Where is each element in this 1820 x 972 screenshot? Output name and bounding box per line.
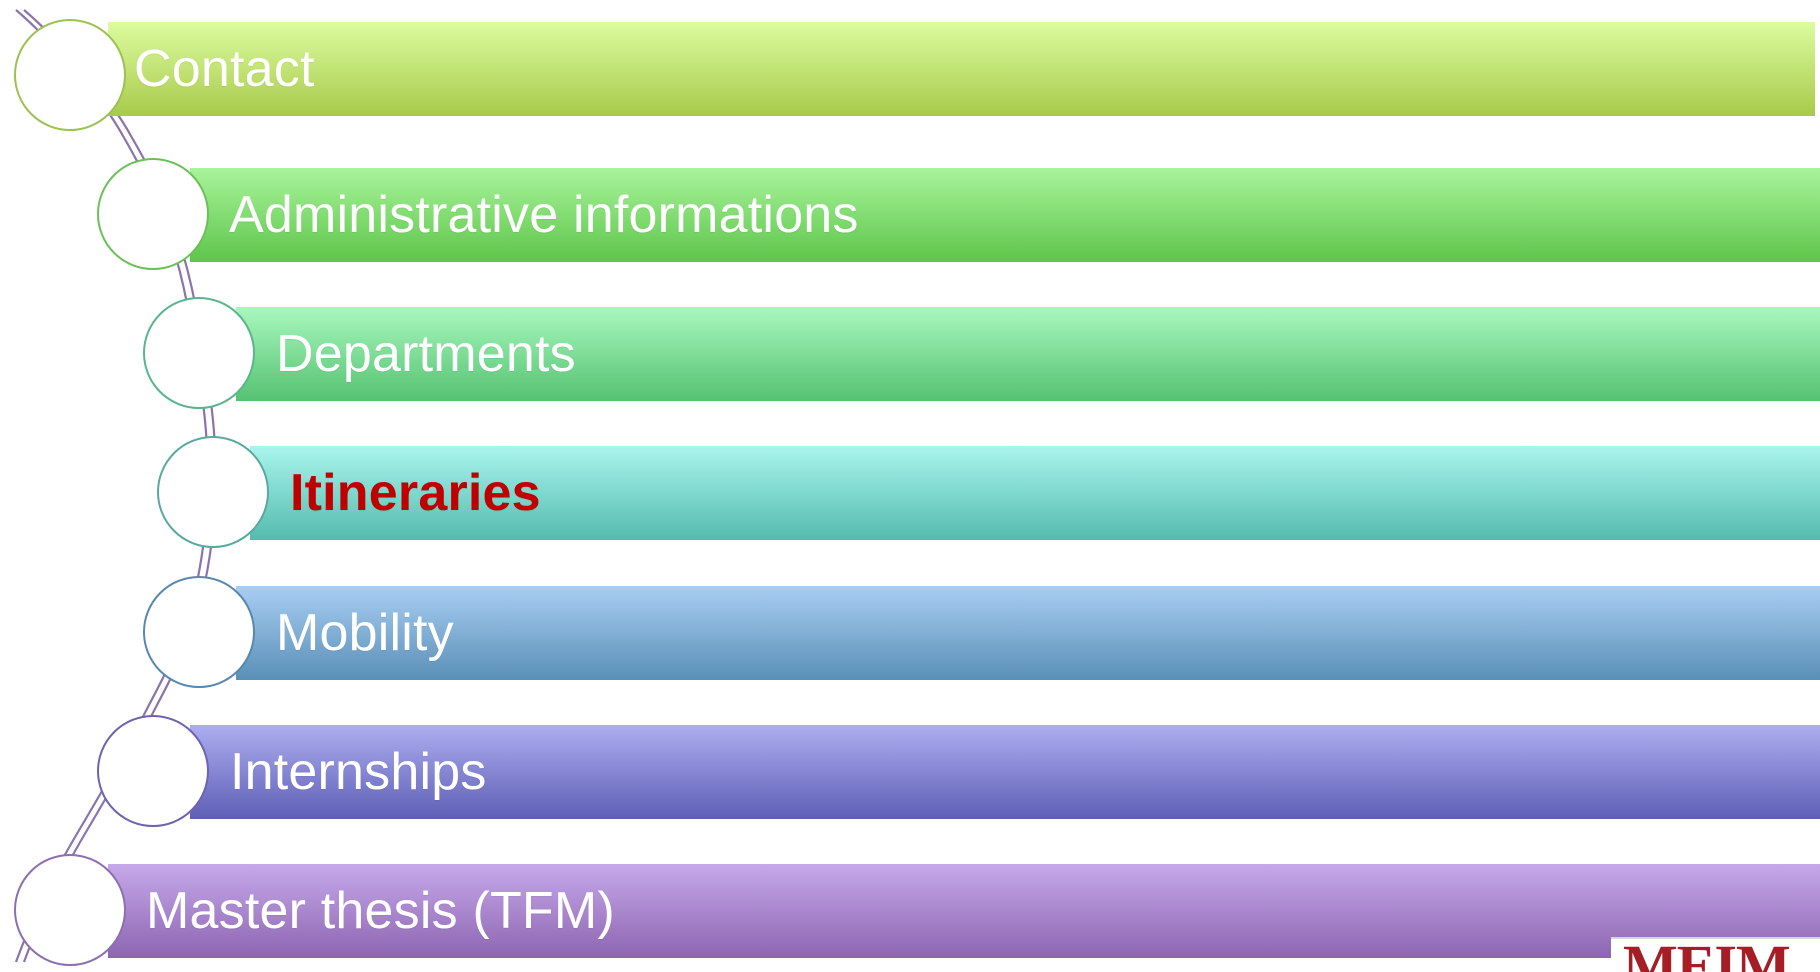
agenda-bar-itineraries[interactable]: Itineraries: [250, 446, 1820, 540]
agenda-node-administrative-informations: [97, 158, 209, 270]
agenda-label-master-thesis: Master thesis (TFM): [146, 882, 615, 940]
agenda-label-contact: Contact: [134, 40, 315, 98]
agenda-node-internships: [97, 715, 209, 827]
agenda-bar-administrative-informations[interactable]: Administrative informations: [190, 168, 1820, 262]
agenda-node-mobility: [143, 576, 255, 688]
agenda-bar-contact[interactable]: Contact: [108, 22, 1815, 116]
agenda-node-contact: [14, 19, 126, 131]
agenda-bar-departments[interactable]: Departments: [236, 307, 1820, 401]
agenda-label-itineraries: Itineraries: [290, 464, 541, 522]
agenda-bar-master-thesis[interactable]: Master thesis (TFM): [108, 864, 1820, 958]
agenda-node-departments: [143, 297, 255, 409]
agenda-label-internships: Internships: [230, 743, 487, 801]
agenda-bar-mobility[interactable]: Mobility: [236, 586, 1820, 680]
agenda-node-master-thesis: [14, 854, 126, 966]
agenda-label-administrative-informations: Administrative informations: [229, 186, 859, 244]
agenda-node-itineraries: [157, 436, 269, 548]
agenda-label-departments: Departments: [276, 325, 576, 383]
meim-logo: MEIM: [1611, 937, 1820, 972]
agenda-bar-internships[interactable]: Internships: [190, 725, 1820, 819]
meim-logo-text: MEIM: [1623, 937, 1791, 972]
agenda-label-mobility: Mobility: [276, 604, 454, 662]
